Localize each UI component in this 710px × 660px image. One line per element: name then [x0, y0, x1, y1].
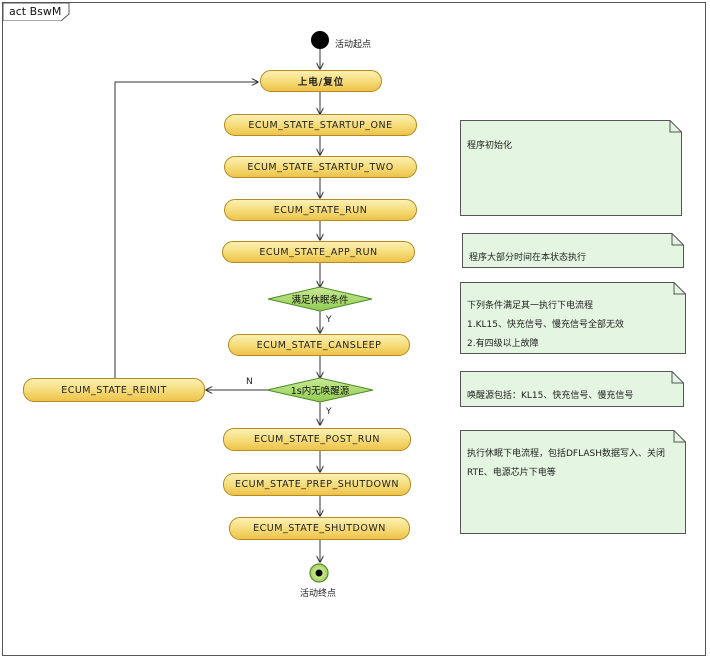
note-cansleep: 下列条件满足其一执行下电流程 1.KL15、快充信号、慢充信号全部无效 2.有四… — [460, 282, 686, 354]
action-cansleep: ECUM_STATE_CANSLEEP — [228, 334, 410, 356]
note-cansleep-line-3: 2.有四级以上故障 — [467, 339, 539, 349]
note-cansleep-shape — [460, 282, 686, 354]
guard-yes-2: Y — [326, 407, 332, 417]
action-run: ECUM_STATE_RUN — [224, 199, 417, 221]
note-cansleep-line-2: 1.KL15、快充信号、慢充信号全部无效 — [467, 320, 624, 330]
action-app-run: ECUM_STATE_APP_RUN — [222, 241, 415, 263]
note-post-run-line-1: 执行休眠下电流程，包括DFLASH数据写入、关闭 — [467, 449, 665, 459]
note-init-line-1: 程序初始化 — [467, 141, 513, 151]
decision-sleep-condition — [267, 286, 373, 312]
note-app-run-line-1: 程序大部分时间在本状态执行 — [469, 253, 587, 263]
note-init: 程序初始化 — [460, 120, 682, 216]
action-post-run: ECUM_STATE_POST_RUN — [223, 428, 411, 451]
note-reinit-line-1: 唤醒源包括：KL15、快充信号、慢充信号 — [467, 391, 634, 401]
action-power-reset: 上电/复位 — [260, 70, 382, 92]
note-post-run-line-2: RTE、电源芯片下电等 — [467, 468, 556, 478]
frame-title: act BswM — [9, 5, 62, 18]
frame-tab — [3, 3, 70, 21]
note-post-run-shape — [460, 430, 686, 534]
action-startup-two: ECUM_STATE_STARTUP_TWO — [224, 156, 417, 178]
end-node-core — [315, 569, 323, 577]
note-cansleep-line-1: 下列条件满足其一执行下电流程 — [467, 301, 594, 311]
decision-sleep-condition-label: 满足休眠条件 — [291, 295, 349, 306]
guard-no: N — [246, 377, 253, 387]
end-label: 活动终点 — [300, 589, 337, 599]
note-init-shape — [460, 120, 682, 216]
action-reinit: ECUM_STATE_REINIT — [23, 378, 205, 402]
note-app-run: 程序大部分时间在本状态执行 — [462, 233, 684, 268]
start-node — [311, 31, 329, 49]
start-label: 活动起点 — [335, 40, 372, 50]
decision-no-wakeup-label: 1s内无唤醒源 — [290, 386, 350, 397]
action-shutdown: ECUM_STATE_SHUTDOWN — [229, 517, 410, 540]
action-prep-shutdown: ECUM_STATE_PREP_SHUTDOWN — [223, 473, 411, 496]
decision-no-wakeup — [266, 377, 374, 403]
guard-yes-1: Y — [326, 315, 332, 325]
note-reinit: 唤醒源包括：KL15、快充信号、慢充信号 — [460, 371, 684, 407]
note-reinit-shape — [460, 371, 684, 407]
edge-reinit-power — [114, 82, 258, 378]
action-startup-one: ECUM_STATE_STARTUP_ONE — [224, 114, 417, 136]
note-app-run-shape — [462, 233, 684, 268]
note-post-run: 执行休眠下电流程，包括DFLASH数据写入、关闭 RTE、电源芯片下电等 — [460, 430, 686, 534]
